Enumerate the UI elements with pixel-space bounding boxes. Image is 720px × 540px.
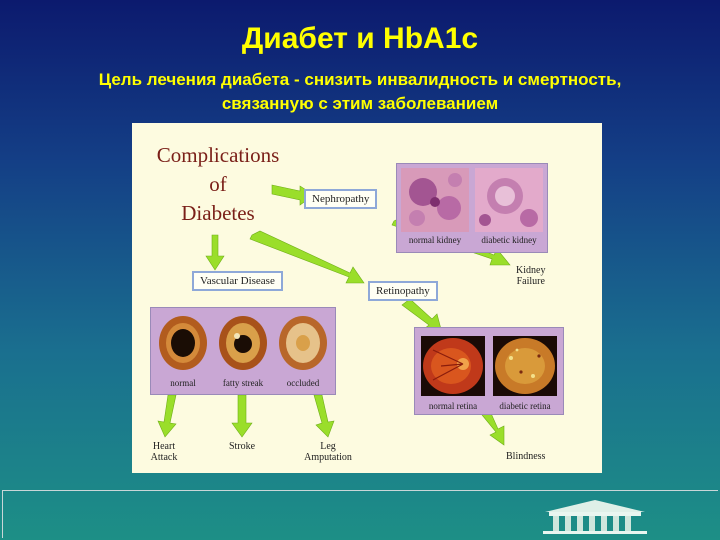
diabetic-kidney-caption: diabetic kidney xyxy=(481,235,537,245)
kidney-failure-line-1: Kidney xyxy=(516,265,546,276)
occluded-artery-image xyxy=(277,314,329,372)
kidney-failure-line-2: Failure xyxy=(516,276,545,287)
normal-artery-caption: normal xyxy=(170,378,196,388)
diabetic-retina-image xyxy=(493,336,557,396)
fatty-streak-artery-image xyxy=(217,314,269,372)
subtitle-line-2: связанную с этим заболеванием xyxy=(221,94,499,113)
slide-subtitle: Цель лечения диабета - снизить инвалидно… xyxy=(0,68,720,116)
arrow-to-vascular xyxy=(205,234,225,271)
normal-kidney-image xyxy=(401,168,469,232)
stroke-line-1: Stroke xyxy=(228,441,256,452)
figure-title-line-1: Complications xyxy=(156,143,280,167)
arrow-to-amputation xyxy=(313,394,335,438)
blindness-label: Blindness xyxy=(506,451,546,462)
retinopathy-label: Retinopathy xyxy=(368,281,438,301)
subtitle-line-1: Цель лечения диабета - снизить инвалидно… xyxy=(98,70,622,89)
leg-amputation-line-2: Amputation xyxy=(304,452,352,463)
heart-attack-label: Heart Attack xyxy=(144,441,184,463)
arrow-to-blindness xyxy=(481,410,505,446)
figure-title-line-2: of xyxy=(209,172,227,196)
artery-panel: normal fatty streak occluded xyxy=(150,307,336,395)
kidney-panel: normal kidney diabetic kidney xyxy=(396,163,548,253)
arrow-to-heart-attack xyxy=(157,394,177,438)
occluded-caption: occluded xyxy=(286,378,320,388)
stroke-label: Stroke xyxy=(222,441,262,452)
arrow-to-stroke xyxy=(231,394,253,438)
normal-retina-caption: normal retina xyxy=(428,401,478,411)
footer-divider xyxy=(2,490,718,539)
nephropathy-label: Nephropathy xyxy=(304,189,378,209)
arrow-to-retina-panel xyxy=(401,298,443,334)
leg-amputation-label: Leg Amputation xyxy=(296,441,360,463)
figure-title: Complications of Diabetes xyxy=(138,141,298,228)
figure-title-line-3: Diabetes xyxy=(181,201,255,225)
heart-attack-line-1: Heart xyxy=(152,441,176,452)
heart-attack-line-2: Attack xyxy=(150,452,178,463)
footer-edge xyxy=(2,490,3,538)
normal-kidney-caption: normal kidney xyxy=(408,235,462,245)
vascular-disease-label: Vascular Disease xyxy=(192,271,283,291)
normal-artery-image xyxy=(157,314,209,372)
diabetic-retina-caption: diabetic retina xyxy=(499,401,551,411)
leg-amputation-line-1: Leg xyxy=(320,441,336,452)
normal-retina-image xyxy=(421,336,485,396)
diabetic-kidney-image xyxy=(475,168,543,232)
kidney-failure-label: Kidney Failure xyxy=(516,265,545,287)
complications-figure: Complications of Diabetes Nephropathy Va… xyxy=(132,123,602,473)
arrow-to-retinopathy xyxy=(249,230,365,284)
building-logo xyxy=(543,500,647,534)
retina-panel: normal retina diabetic retina xyxy=(414,327,564,415)
slide-title: Диабет и HbA1c xyxy=(241,22,479,55)
fatty-streak-caption: fatty streak xyxy=(222,378,264,388)
